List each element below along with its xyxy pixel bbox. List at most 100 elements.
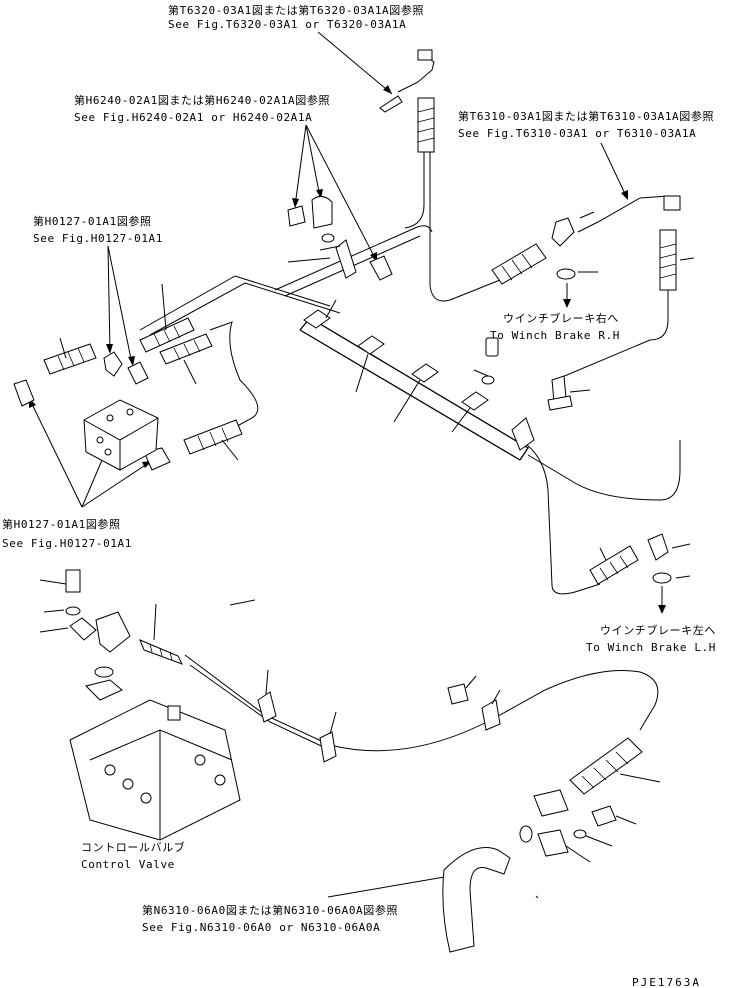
arrowhead	[128, 356, 135, 366]
callout-h0127-top-en: See Fig.H0127-01A1	[33, 232, 163, 245]
washer	[481, 375, 495, 385]
winch-brake-lh-jp: ウインチブレーキ左へ	[600, 623, 716, 637]
bolt	[65, 569, 81, 593]
destination-winch-brake-rh: ウインチブレーキ右へ To Winch Brake R.H	[490, 311, 620, 342]
mounting-plate	[299, 317, 529, 461]
hose-fitting-lh	[589, 545, 639, 585]
valve-port	[126, 408, 134, 416]
hose-clamp	[303, 309, 331, 329]
parts-left-upper	[13, 317, 243, 471]
leader	[451, 407, 471, 433]
leader	[569, 389, 591, 393]
spool-end	[214, 774, 226, 786]
callout-n6310-jp: 第N6310-06A0図または第N6310-06A0A図参照	[142, 903, 398, 917]
hose-routes	[139, 150, 681, 753]
winch-brake-rh-jp: ウインチブレーキ右へ	[503, 311, 619, 325]
leader	[59, 337, 67, 359]
hose-route	[189, 664, 335, 753]
arrowhead	[383, 85, 392, 94]
hose-fitting-bottom-right	[569, 737, 643, 795]
callout-t6310-jp: 第T6310-03A1図または第T6310-03A1A図参照	[458, 109, 714, 123]
o-ring-lh	[652, 572, 672, 584]
leader	[619, 773, 661, 783]
valve-port-fitting	[167, 705, 181, 721]
thread-hatching	[153, 325, 181, 347]
leader	[153, 603, 157, 641]
pointer-arrows	[29, 31, 666, 898]
leader	[221, 439, 239, 461]
callout-h0127-top-jp: 第H0127-01A1図参照	[33, 214, 152, 228]
spool-end	[122, 778, 134, 790]
index-leaders	[39, 211, 695, 899]
sensor-body	[379, 95, 403, 113]
parts-top	[287, 49, 681, 291]
thread-hatching	[149, 643, 173, 661]
thread-hatching	[501, 253, 533, 281]
sensor-cable	[577, 195, 669, 233]
destination-winch-brake-lh: ウインチブレーキ左へ To Winch Brake L.H	[586, 623, 716, 654]
o-ring	[519, 825, 533, 843]
leader	[355, 353, 369, 393]
sensor-connector	[417, 49, 433, 61]
control-valve-label: コントロールバルブ Control Valve	[81, 840, 185, 871]
suction-tube	[442, 847, 511, 953]
hose-route	[519, 439, 601, 595]
elbow-fitting	[127, 361, 149, 385]
thread-hatching	[197, 427, 229, 451]
pointer-line	[81, 461, 151, 508]
spool-end	[140, 792, 152, 804]
leader	[265, 669, 269, 695]
hose-route	[229, 599, 256, 606]
leader	[465, 675, 477, 689]
arrowhead	[621, 190, 628, 200]
leader	[615, 815, 637, 825]
winch-brake-lh-en: To Winch Brake L.H	[586, 641, 716, 654]
thread-hatching	[57, 347, 85, 371]
callout-h0127-top: 第H0127-01A1図参照 See Fig.H0127-01A1	[33, 214, 163, 245]
leader	[319, 245, 341, 251]
elbow-fitting-rh	[551, 217, 575, 247]
callout-h6240-jp: 第H6240-02A1図または第H6240-02A1A図参照	[74, 93, 330, 107]
thread-hatching	[659, 243, 677, 279]
arrowhead	[292, 198, 299, 208]
hose-fitting-rh	[491, 243, 547, 285]
callout-t6320-en: See Fig.T6320-03A1 or T6320-03A1A	[168, 18, 406, 31]
valve-block	[83, 399, 159, 471]
parts-lh-winch	[589, 533, 672, 585]
elbow-fitting	[13, 379, 35, 407]
arrowhead	[658, 605, 666, 614]
hose-route	[429, 150, 451, 302]
pointer-line	[107, 245, 133, 365]
callout-t6320-jp: 第T6320-03A1図または第T6320-03A1A図参照	[168, 3, 424, 17]
callout-n6310-en: See Fig.N6310-06A0 or N6310-06A0A	[142, 921, 380, 934]
pointer-line	[294, 124, 307, 207]
flange	[85, 679, 123, 701]
hose-clamp	[357, 335, 385, 355]
leader	[679, 257, 695, 261]
leader	[39, 627, 69, 633]
clamp-nut	[287, 205, 306, 227]
leader	[671, 543, 691, 549]
valve-block-edges	[83, 417, 159, 470]
leader	[43, 609, 65, 613]
arrowhead	[563, 299, 571, 308]
winch-brake-rh-en: To Winch Brake R.H	[490, 329, 620, 342]
callout-h0127-bottom: 第H0127-01A1図参照 See Fig.H0127-01A1	[2, 517, 131, 550]
leader	[473, 369, 489, 377]
callout-h0127-bottom-jp: 第H0127-01A1図参照	[2, 517, 121, 531]
hose-fitting-loop	[183, 419, 243, 455]
hose-route	[149, 282, 341, 336]
spacer	[485, 337, 499, 357]
hose-clamp	[461, 391, 489, 411]
pointer-line	[327, 874, 457, 898]
thread-hatching	[417, 107, 435, 143]
control-valve-label-en: Control Valve	[81, 858, 175, 871]
hose-clamp	[257, 691, 277, 723]
flange-half	[69, 617, 97, 641]
pointer-line	[107, 245, 111, 353]
mounting-plate-bottom-edge	[299, 329, 521, 461]
sensor-connector	[663, 195, 681, 211]
leader	[393, 379, 421, 423]
hose-clamp	[311, 196, 333, 229]
